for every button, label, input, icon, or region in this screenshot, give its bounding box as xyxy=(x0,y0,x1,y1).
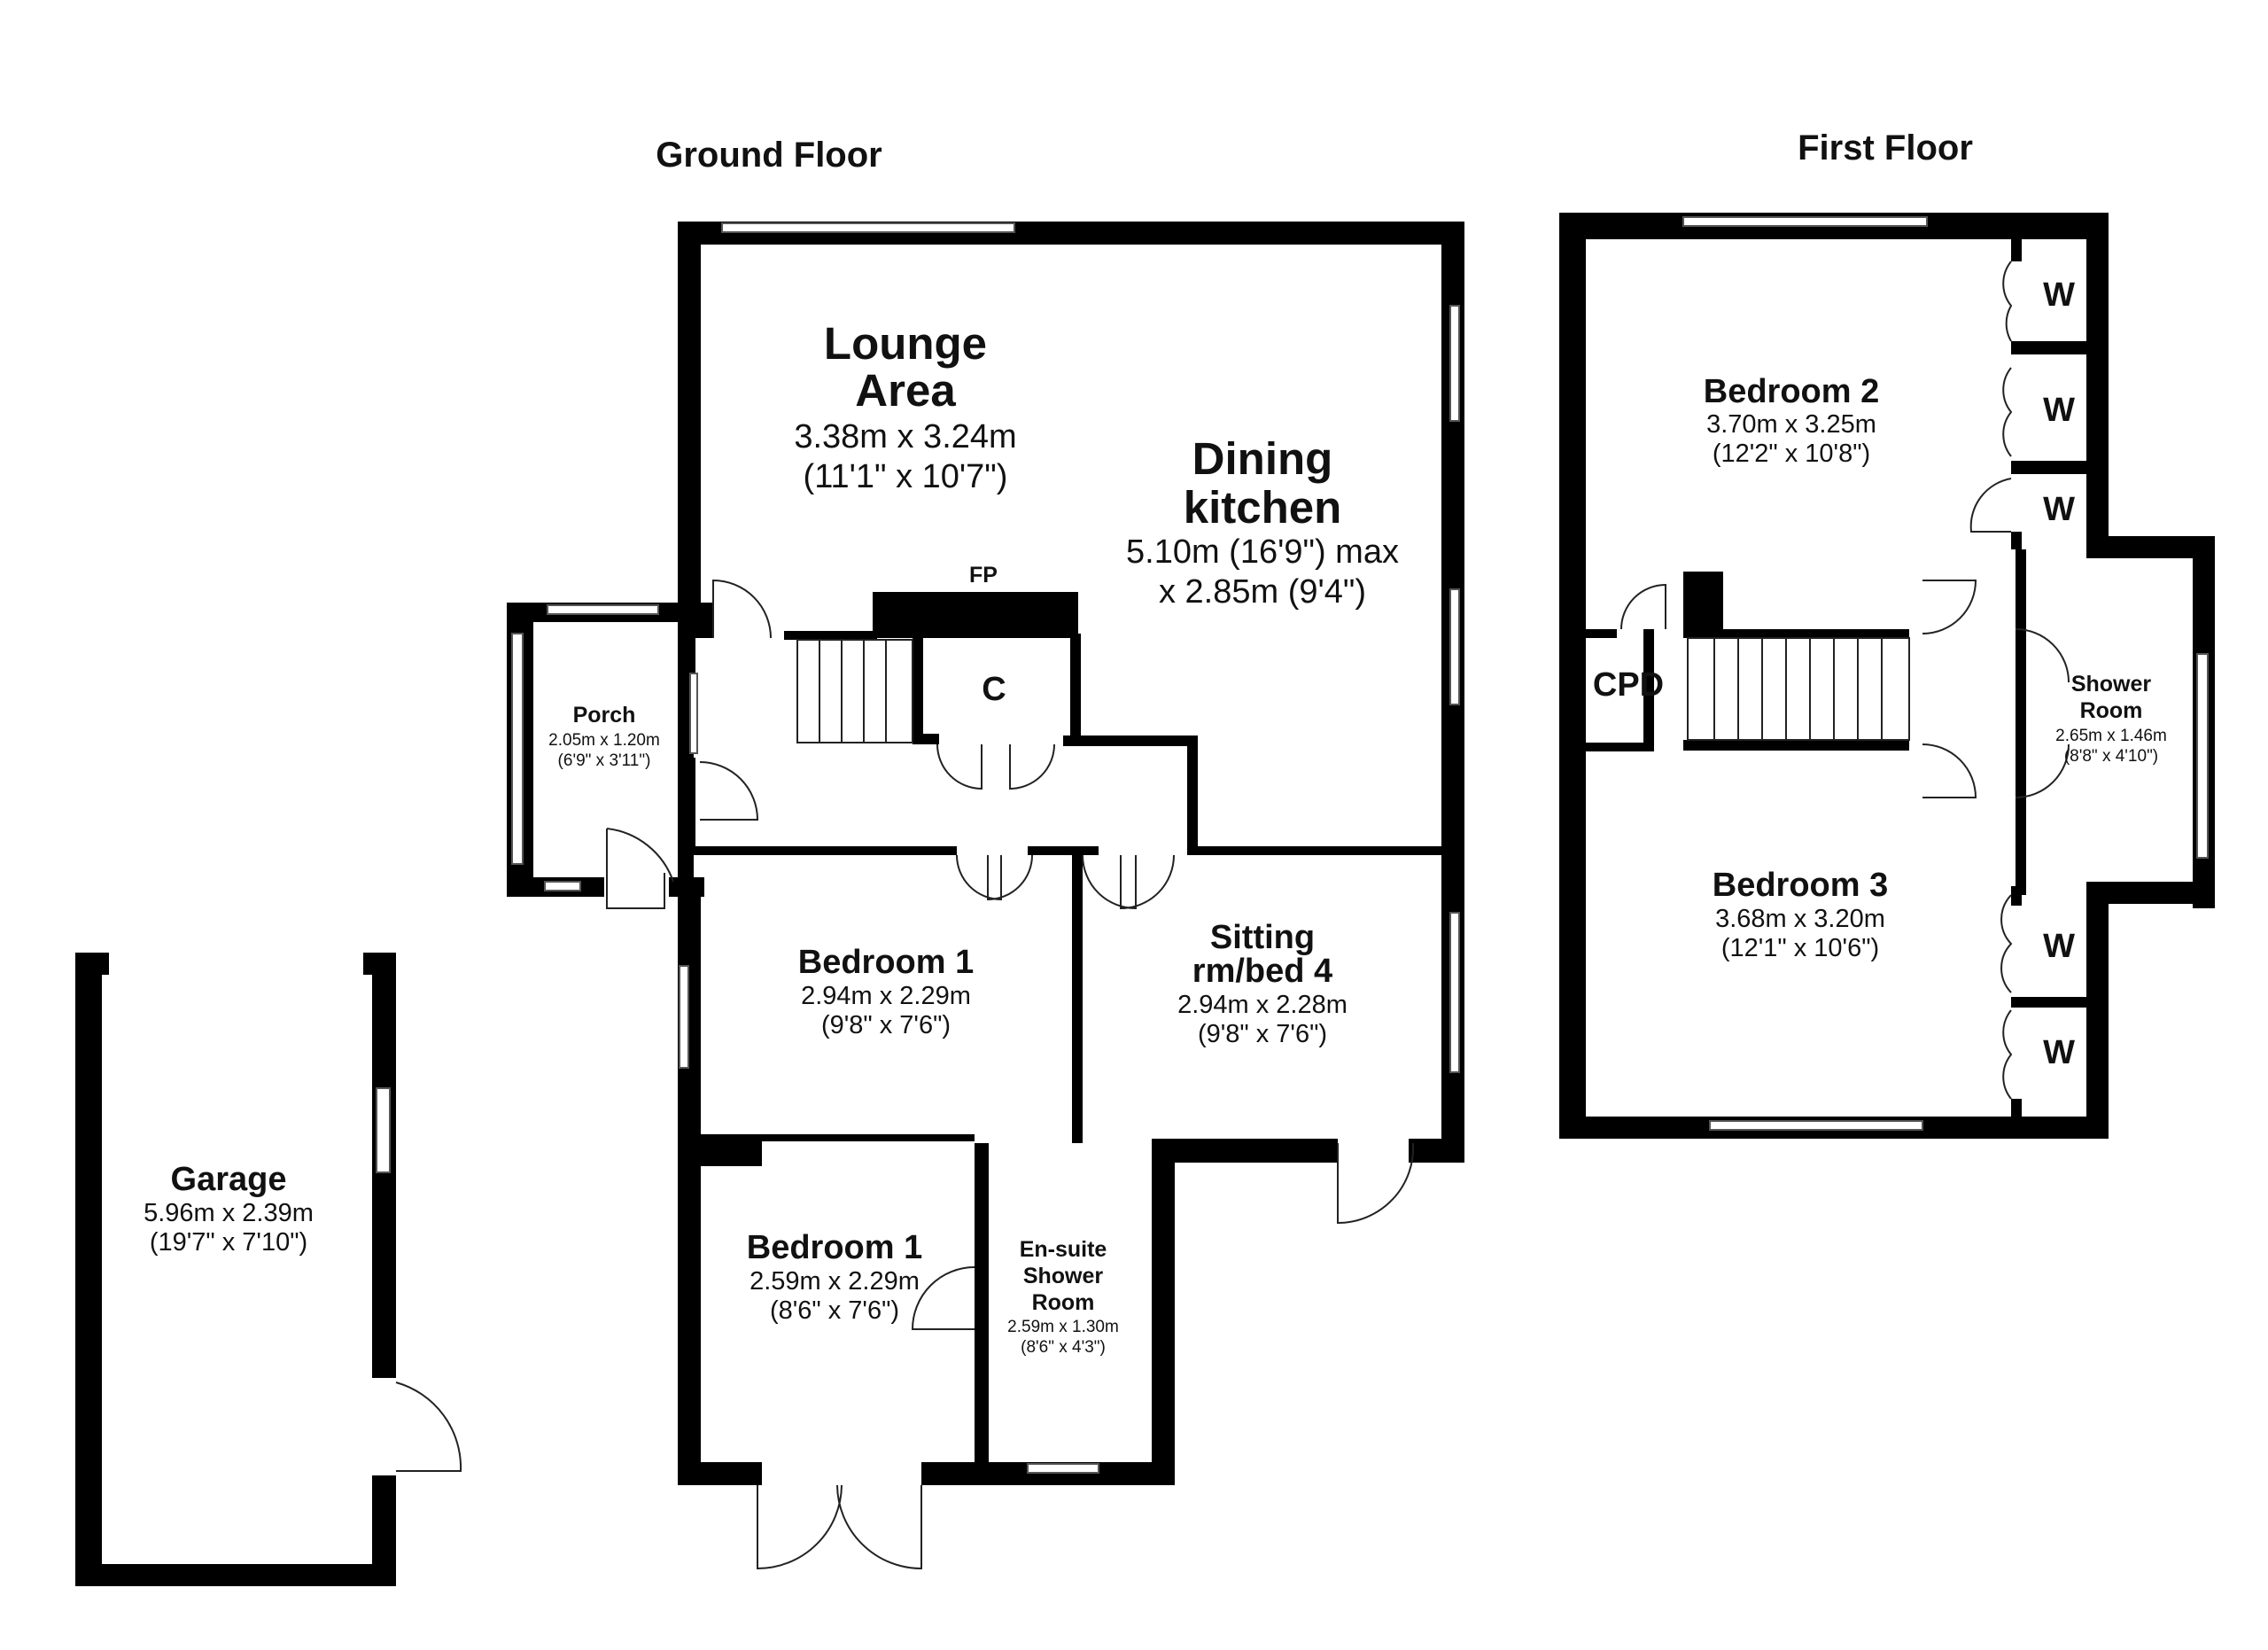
bedroom3-label: Bedroom 3 3.68m x 3.20m (12'1" x 10'6") xyxy=(1713,867,1888,962)
dining-name-line2: kitchen xyxy=(1184,482,1342,533)
sitting-name-line1: Sitting xyxy=(1210,919,1315,956)
bedroom2-size-metric: 3.70m x 3.25m xyxy=(1706,410,1876,439)
ensuite-label: En-suite Shower Room 2.59m x 1.30m (8'6"… xyxy=(1007,1237,1119,1357)
ground-stairs xyxy=(796,639,913,743)
porch-walls xyxy=(507,603,704,897)
doors xyxy=(395,261,2070,1570)
bedroom3-name: Bedroom 3 xyxy=(1713,867,1888,904)
garage-walls xyxy=(75,953,396,1586)
ground-floor-title: Ground Floor xyxy=(656,136,882,175)
bedroom1-rear-size-metric: 2.59m x 2.29m xyxy=(750,1267,920,1296)
ensuite-size-metric: 2.59m x 1.30m xyxy=(1007,1318,1119,1336)
ensuite-name-line3: Room xyxy=(1032,1290,1095,1315)
bedroom1-rear-size-imperial: (8'6" x 7'6") xyxy=(770,1296,899,1325)
sitting-size-metric: 2.94m x 2.28m xyxy=(1177,991,1348,1019)
cpd-label: CPD xyxy=(1593,666,1664,704)
dining-kitchen-label: Dining kitchen 5.10m (16'9") max x 2.85m… xyxy=(1126,433,1399,611)
dining-size-line2: x 2.85m (9'4") xyxy=(1159,573,1366,611)
lounge-size-metric: 3.38m x 3.24m xyxy=(794,418,1016,455)
lounge-area-label: Lounge Area 3.38m x 3.24m (11'1" x 10'7"… xyxy=(794,318,1016,495)
bedroom1-front-size-metric: 2.94m x 2.29m xyxy=(801,982,971,1010)
dining-name-line1: Dining xyxy=(1192,433,1333,484)
bedroom2-size-imperial: (12'2" x 10'8") xyxy=(1713,440,1870,468)
wardrobe-label: W xyxy=(2043,276,2075,314)
bedroom3-size-metric: 3.68m x 3.20m xyxy=(1715,905,1885,933)
lounge-size-imperial: (11'1" x 10'7") xyxy=(804,458,1008,495)
cupboard-label: C xyxy=(982,671,1006,708)
bedroom1-rear-label: Bedroom 1 2.59m x 2.29m (8'6" x 7'6") xyxy=(747,1229,922,1325)
fireplace-label: FP xyxy=(969,563,998,588)
bedroom1-front-name: Bedroom 1 xyxy=(798,944,974,981)
bedroom3-size-imperial: (12'1" x 10'6") xyxy=(1721,934,1879,962)
wardrobe-label: W xyxy=(2043,491,2075,528)
first-floor-title: First Floor xyxy=(1798,128,1973,167)
garage-name: Garage xyxy=(171,1161,287,1198)
dining-size-line1: 5.10m (16'9") max xyxy=(1126,533,1399,571)
windows xyxy=(376,216,2209,1474)
shower-room-label: Shower Room 2.65m x 1.46m (8'8" x 4'10") xyxy=(2055,672,2167,766)
shower-size-imperial: (8'8" x 4'10") xyxy=(2064,747,2158,766)
porch-label: Porch 2.05m x 1.20m (6'9" x 3'11") xyxy=(548,703,660,770)
porch-size-metric: 2.05m x 1.20m xyxy=(548,731,660,750)
wardrobe-label: W xyxy=(2043,1034,2075,1071)
wardrobe-label: W xyxy=(2043,928,2075,965)
garage-size-imperial: (19'7" x 7'10") xyxy=(150,1228,307,1257)
sitting-room-label: Sitting rm/bed 4 2.94m x 2.28m (9'8" x 7… xyxy=(1177,919,1348,1048)
bedroom2-name: Bedroom 2 xyxy=(1704,373,1879,410)
bedroom2-label: Bedroom 2 3.70m x 3.25m (12'2" x 10'8") xyxy=(1704,373,1879,468)
ensuite-name-line2: Shower xyxy=(1023,1264,1104,1288)
wardrobe-label: W xyxy=(2043,392,2075,429)
porch-size-imperial: (6'9" x 3'11") xyxy=(558,751,651,770)
bedroom1-rear-name: Bedroom 1 xyxy=(747,1229,922,1266)
shower-name-line2: Room xyxy=(2080,698,2143,723)
lounge-name-line2: Area xyxy=(855,365,956,416)
bedroom1-front-label: Bedroom 1 2.94m x 2.29m (9'8" x 7'6") xyxy=(798,944,974,1039)
ensuite-size-imperial: (8'6" x 4'3") xyxy=(1021,1338,1106,1357)
bedroom1-front-size-imperial: (9'8" x 7'6") xyxy=(821,1011,951,1039)
wardrobe-labels: W W W W W xyxy=(2043,276,2075,1071)
ensuite-name-line1: En-suite xyxy=(1020,1237,1107,1262)
shower-name-line1: Shower xyxy=(2071,672,2152,697)
shower-size-metric: 2.65m x 1.46m xyxy=(2055,727,2167,745)
sitting-size-imperial: (9'8" x 7'6") xyxy=(1198,1020,1327,1048)
sitting-name-line2: rm/bed 4 xyxy=(1192,953,1332,990)
lounge-name-line1: Lounge xyxy=(824,318,987,369)
garage-label: Garage 5.96m x 2.39m (19'7" x 7'10") xyxy=(144,1161,314,1257)
first-stairs xyxy=(1687,637,1910,741)
garage-size-metric: 5.96m x 2.39m xyxy=(144,1199,314,1227)
porch-name: Porch xyxy=(573,703,636,728)
